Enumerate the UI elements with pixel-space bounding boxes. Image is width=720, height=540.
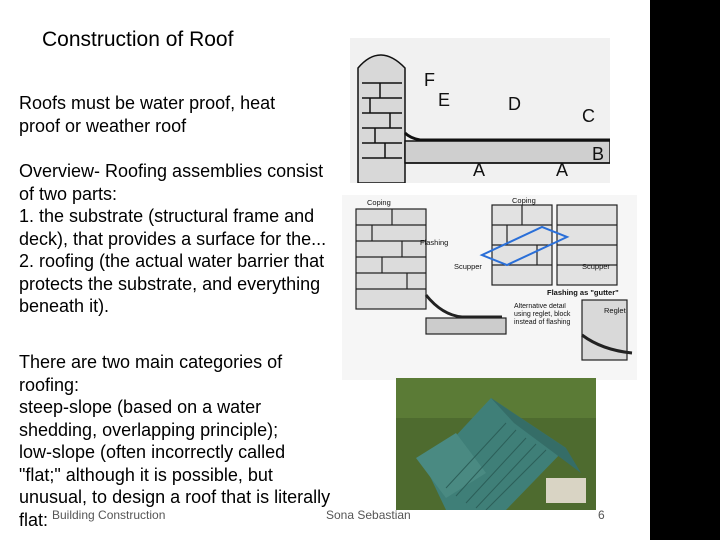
- paragraph-overview: Overview- Roofing assemblies consist of …: [19, 161, 327, 316]
- slide-number: 6: [598, 508, 605, 522]
- fig2-label-flashing: Flashing: [420, 238, 448, 247]
- parapet-section-diagram: F E D C B A A: [350, 38, 610, 183]
- fig2-label-coping1: Coping: [367, 198, 391, 207]
- slide-title: Construction of Roof: [42, 28, 234, 51]
- fig1-label-e: E: [438, 90, 450, 110]
- fig2-label-gutter: Flashing as "gutter": [547, 288, 619, 297]
- fig2-label-alternative: Alternative detail using reglet, block i…: [514, 303, 571, 326]
- fig1-label-a2: A: [556, 160, 568, 180]
- fig2-label-scupper1: Scupper: [454, 262, 482, 271]
- right-black-bar: [650, 0, 720, 540]
- fig2-label-scupper2: Scupper: [582, 262, 610, 271]
- house-roof-photo: [396, 378, 596, 510]
- paragraph-requirements: Roofs must be water proof, heat proof or…: [19, 93, 276, 136]
- fig2-label-reglet: Reglet: [604, 306, 627, 315]
- fig1-label-a1: A: [473, 160, 485, 180]
- paragraph-categories: There are two main categories of roofing…: [19, 352, 331, 530]
- footer-course: Building Construction: [52, 508, 166, 522]
- fig1-label-d: D: [508, 94, 521, 114]
- fig1-label-f: F: [424, 70, 435, 90]
- coping-flashing-diagram: Coping Coping Flashing Scupper Scupper F…: [342, 195, 637, 380]
- footer-author: Sona Sebastian: [326, 508, 411, 522]
- fig1-label-c: C: [582, 106, 595, 126]
- fig1-label-b: B: [592, 144, 604, 164]
- fig2-label-coping2: Coping: [512, 196, 536, 205]
